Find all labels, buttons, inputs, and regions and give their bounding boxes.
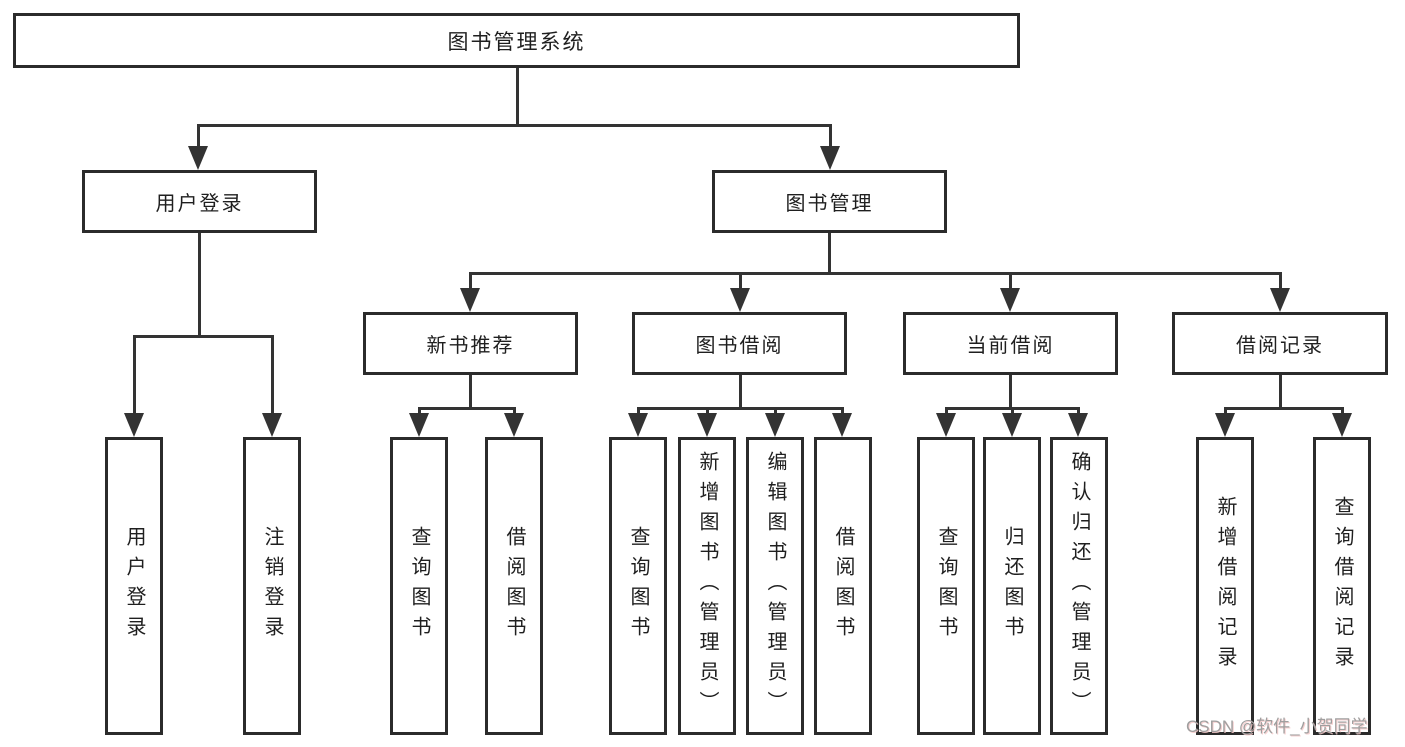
node-new-book-recommendation: 新书推荐 — [363, 312, 578, 375]
leaf-user-login: 用户登录 — [105, 437, 163, 735]
leaf-label: 用户登录 — [123, 526, 145, 646]
node-book-borrowing: 图书借阅 — [632, 312, 847, 375]
leaf-borrow-books-borrowing: 借阅图书 — [814, 437, 872, 735]
connector-line — [197, 124, 831, 127]
connector-line — [739, 375, 742, 409]
arrow-down-icon — [460, 288, 480, 312]
leaf-query-books-current: 查询图书 — [917, 437, 975, 735]
connector-line — [1224, 407, 1343, 410]
connector-line — [1011, 407, 1014, 417]
node-label: 新书推荐 — [426, 335, 515, 357]
leaf-borrow-books-recommend: 借阅图书 — [485, 437, 543, 735]
leaf-confirm-return-admin: 确认归还（管理员） — [1050, 437, 1108, 735]
leaf-query-borrow-record: 查询借阅记录 — [1313, 437, 1371, 735]
leaf-add-borrow-record: 新增借阅记录 — [1196, 437, 1254, 735]
connector-line — [271, 335, 274, 417]
arrow-down-icon — [820, 146, 840, 170]
leaf-label: 查询图书 — [408, 526, 430, 646]
node-borrowing-records: 借阅记录 — [1172, 312, 1388, 375]
node-label: 用户登录 — [155, 193, 244, 215]
node-label: 当前借阅 — [966, 335, 1055, 357]
connector-line — [1009, 375, 1012, 409]
arrow-down-icon — [188, 146, 208, 170]
connector-line — [513, 407, 516, 417]
leaf-label: 编辑图书（管理员） — [764, 451, 786, 721]
connector-line — [133, 335, 136, 417]
leaf-label: 借阅图书 — [503, 526, 525, 646]
connector-line — [1279, 375, 1282, 409]
connector-line — [418, 407, 515, 410]
connector-line — [706, 407, 709, 417]
node-current-borrowing: 当前借阅 — [903, 312, 1118, 375]
node-user-login: 用户登录 — [82, 170, 317, 233]
connector-line — [774, 407, 777, 417]
leaf-add-book-admin: 新增图书（管理员） — [678, 437, 736, 735]
connector-line — [469, 272, 472, 292]
leaf-logout: 注销登录 — [243, 437, 301, 735]
arrow-down-icon — [1215, 413, 1235, 437]
leaf-label: 注销登录 — [261, 526, 283, 646]
node-library-management-system: 图书管理系统 — [13, 13, 1020, 68]
leaf-label: 查询图书 — [935, 526, 957, 646]
connector-line — [1279, 272, 1282, 292]
connector-line — [828, 232, 831, 274]
node-label: 图书管理 — [785, 193, 874, 215]
arrow-down-icon — [262, 413, 282, 437]
csdn-watermark: CSDN @软件_小贺同学 — [1186, 717, 1368, 736]
connector-line — [133, 335, 273, 338]
arrow-down-icon — [697, 413, 717, 437]
leaf-query-books-borrowing: 查询图书 — [609, 437, 667, 735]
arrow-down-icon — [409, 413, 429, 437]
arrow-down-icon — [124, 413, 144, 437]
connector-line — [841, 407, 844, 417]
connector-line — [739, 272, 742, 292]
arrow-down-icon — [1002, 413, 1022, 437]
connector-line — [945, 407, 948, 417]
leaf-label: 新增图书（管理员） — [696, 451, 718, 721]
leaf-return-book: 归还图书 — [983, 437, 1041, 735]
arrow-down-icon — [1332, 413, 1352, 437]
leaf-label: 确认归还（管理员） — [1068, 451, 1090, 721]
connector-line — [1009, 272, 1012, 292]
node-book-management: 图书管理 — [712, 170, 947, 233]
arrow-down-icon — [1068, 413, 1088, 437]
arrow-down-icon — [1000, 288, 1020, 312]
arrow-down-icon — [504, 413, 524, 437]
arrow-down-icon — [832, 413, 852, 437]
leaf-edit-book-admin: 编辑图书（管理员） — [746, 437, 804, 735]
arrow-down-icon — [1270, 288, 1290, 312]
connector-line — [637, 407, 640, 417]
connector-line — [1077, 407, 1080, 417]
connector-line — [418, 407, 421, 417]
arrow-down-icon — [936, 413, 956, 437]
connector-line — [469, 272, 1281, 275]
connector-line — [1224, 407, 1227, 417]
node-label: 借阅记录 — [1236, 335, 1324, 357]
leaf-label: 查询图书 — [627, 526, 649, 646]
leaf-label: 借阅图书 — [832, 526, 854, 646]
leaf-query-books-recommend: 查询图书 — [390, 437, 448, 735]
connector-line — [637, 407, 844, 410]
node-label: 图书借阅 — [695, 335, 784, 357]
arrow-down-icon — [628, 413, 648, 437]
connector-line — [1341, 407, 1344, 417]
leaf-label: 归还图书 — [1001, 526, 1023, 646]
leaf-label: 查询借阅记录 — [1331, 496, 1353, 676]
arrow-down-icon — [730, 288, 750, 312]
node-label: 图书管理系统 — [447, 30, 586, 54]
arrow-down-icon — [765, 413, 785, 437]
connector-line — [829, 124, 832, 150]
connector-line — [516, 68, 519, 126]
connector-line — [469, 375, 472, 409]
leaf-label: 新增借阅记录 — [1214, 496, 1236, 676]
connector-line — [197, 124, 200, 150]
connector-line — [198, 233, 201, 337]
